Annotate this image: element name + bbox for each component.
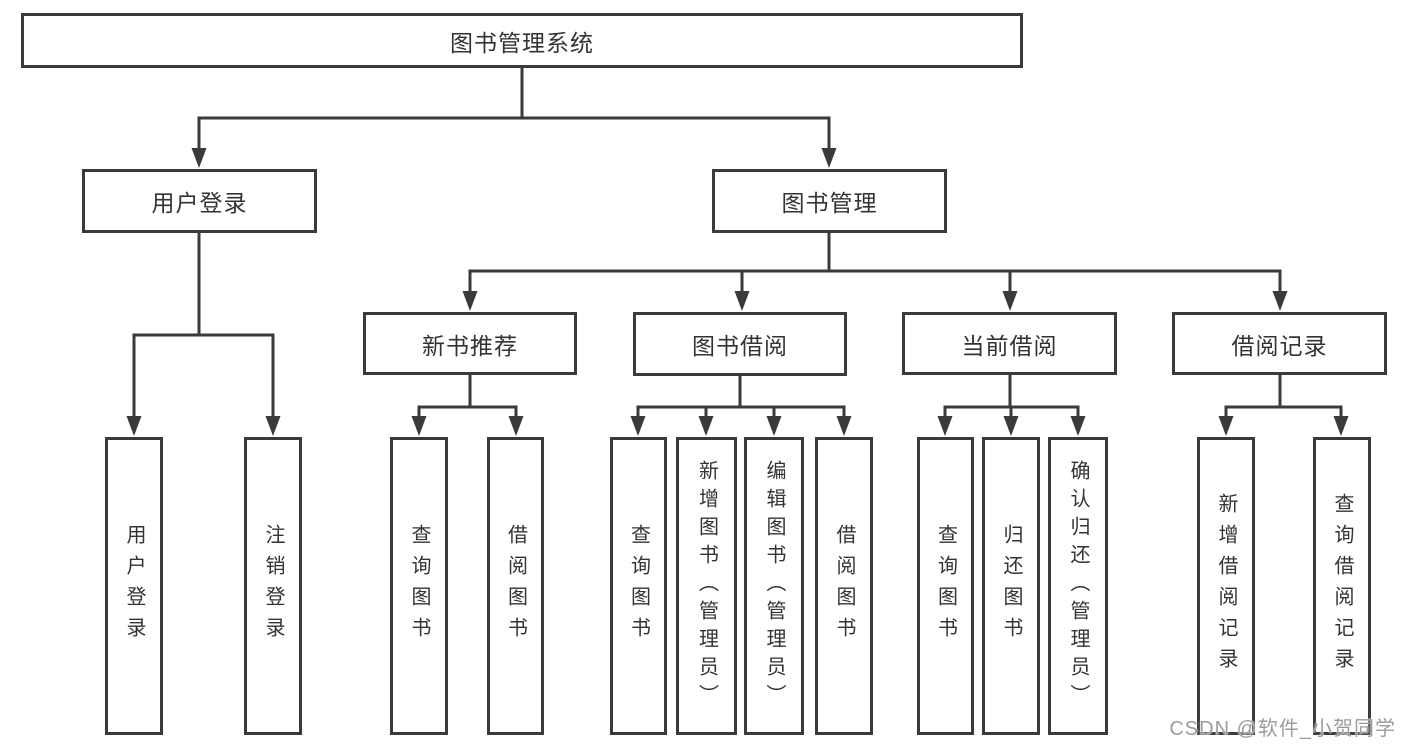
leaf-add-borrow-record: 新增借阅记录 [1197,437,1255,735]
leaf-edit-books-admin-label: 编辑图书（管理员） [763,460,785,712]
leaf-logout-label: 注销登录 [262,524,284,648]
leaf-query-books-recommend: 查询图书 [390,437,448,735]
leaf-add-books-admin-label: 新增图书（管理员） [695,460,718,712]
leaf-borrow-books: 借阅图书 [815,437,873,735]
leaf-query-borrow-record-label: 查询借阅记录 [1331,493,1353,679]
leaf-query-books-current: 查询图书 [917,437,974,735]
leaf-query-books-borrow: 查询图书 [610,437,667,735]
node-book-management: 图书管理 [712,169,947,233]
node-user-login: 用户登录 [82,169,317,233]
leaf-user-login-label: 用户登录 [123,524,145,648]
connector-user-login-children [126,233,281,436]
node-library-system: 图书管理系统 [21,13,1023,68]
leaf-query-books-recommend-label: 查询图书 [408,524,430,648]
connector-new-book-children [411,375,524,436]
node-current-borrow: 当前借阅 [902,312,1117,375]
leaf-borrow-books-recommend-label: 借阅图书 [504,524,527,648]
connector-book-borrow-children [630,376,852,436]
connector-borrow-records-children [1218,375,1349,436]
node-new-book-recommend: 新书推荐 [363,312,577,375]
leaf-query-borrow-record: 查询借阅记录 [1313,437,1371,735]
leaf-query-books-current-label: 查询图书 [934,524,957,648]
leaf-edit-books-admin: 编辑图书（管理员） [744,437,804,735]
leaf-confirm-return-admin: 确认归还（管理员） [1048,437,1108,735]
leaf-borrow-books-recommend: 借阅图书 [487,437,544,735]
node-book-borrow: 图书借阅 [633,312,847,376]
leaf-add-books-admin: 新增图书（管理员） [676,437,737,735]
leaf-query-books-borrow-label: 查询图书 [627,524,650,648]
leaf-add-borrow-record-label: 新增借阅记录 [1215,493,1237,679]
connector-book-mgmt-children [462,233,1288,311]
leaf-user-login: 用户登录 [105,437,163,735]
leaf-logout: 注销登录 [244,437,302,735]
connector-current-borrow-children [937,375,1086,436]
leaf-confirm-return-admin-label: 确认归还（管理员） [1067,460,1089,712]
node-borrow-records: 借阅记录 [1172,312,1387,375]
leaf-return-books: 归还图书 [982,437,1040,735]
connector-root-to-level2 [191,68,837,168]
leaf-borrow-books-label: 借阅图书 [833,524,855,648]
leaf-return-books-label: 归还图书 [1000,524,1022,648]
csdn-watermark: CSDN @软件_小贺同学 [1169,718,1396,740]
